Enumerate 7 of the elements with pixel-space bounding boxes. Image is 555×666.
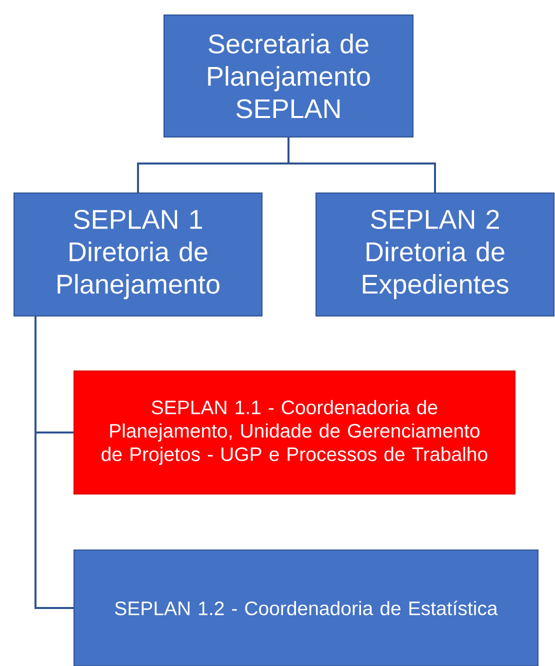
org-box: SEPLAN 2 Diretoria de Expedientes: [316, 192, 554, 316]
org-box: Secretaria de Planejamento SEPLAN: [164, 14, 414, 138]
connector-line: [34, 316, 74, 609]
connector-line: [288, 138, 436, 192]
org-box: SEPLAN 1.1 - Coordenadoria de Planejamento, Unidade de Gerenciamento de Projetos - UGP e Processos de Trabalho: [74, 370, 516, 494]
org-box: SEPLAN 1.2 - Coordenadoria de Estatística: [74, 550, 538, 666]
org-box: SEPLAN 1 Diretoria de Planejamento: [14, 192, 262, 316]
